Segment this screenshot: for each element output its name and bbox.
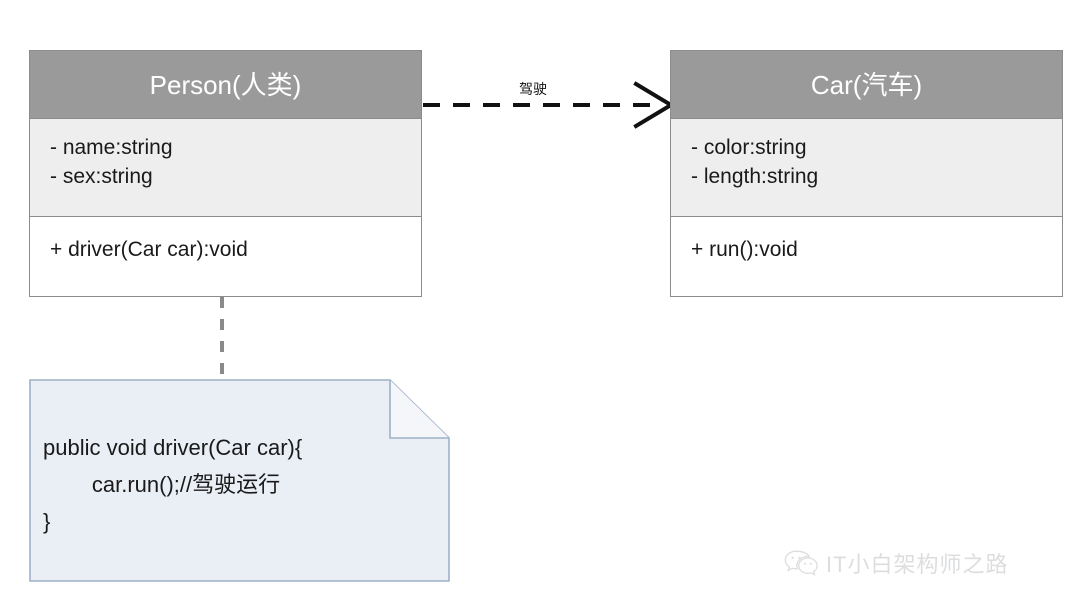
note-outline <box>29 379 450 582</box>
dependency-label: 驾驶 <box>519 81 547 97</box>
class-name-car: Car(汽车) <box>671 51 1062 119</box>
attribute-row: - sex:string <box>50 165 153 188</box>
note-fold-icon <box>389 380 449 439</box>
method-row: + run():void <box>691 238 798 261</box>
note-box[interactable]: public void driver(Car car){ car.run();/… <box>29 379 450 582</box>
method-row: + driver(Car car):void <box>50 238 248 261</box>
class-name-person: Person(人类) <box>30 51 421 119</box>
wechat-icon <box>784 550 818 576</box>
watermark: IT小白架构师之路 <box>784 547 1009 579</box>
class-box-person[interactable]: Person(人类) - name:string - sex:string + … <box>29 50 422 297</box>
note-code-text: public void driver(Car car){ car.run();/… <box>43 435 303 534</box>
class-methods-person: + driver(Car car):void <box>30 217 421 296</box>
class-methods-car: + run():void <box>671 217 1062 296</box>
class-box-car[interactable]: Car(汽车) - color:string - length:string +… <box>670 50 1063 297</box>
dependency-arrowhead-icon <box>633 81 675 129</box>
attribute-row: - color:string <box>691 136 807 159</box>
note-shape <box>29 379 450 582</box>
attribute-row: - name:string <box>50 136 173 159</box>
attribute-row: - length:string <box>691 165 819 188</box>
class-attributes-car: - color:string - length:string <box>671 119 1062 217</box>
class-attributes-person: - name:string - sex:string <box>30 119 421 217</box>
watermark-text: IT小白架构师之路 <box>826 552 1009 577</box>
